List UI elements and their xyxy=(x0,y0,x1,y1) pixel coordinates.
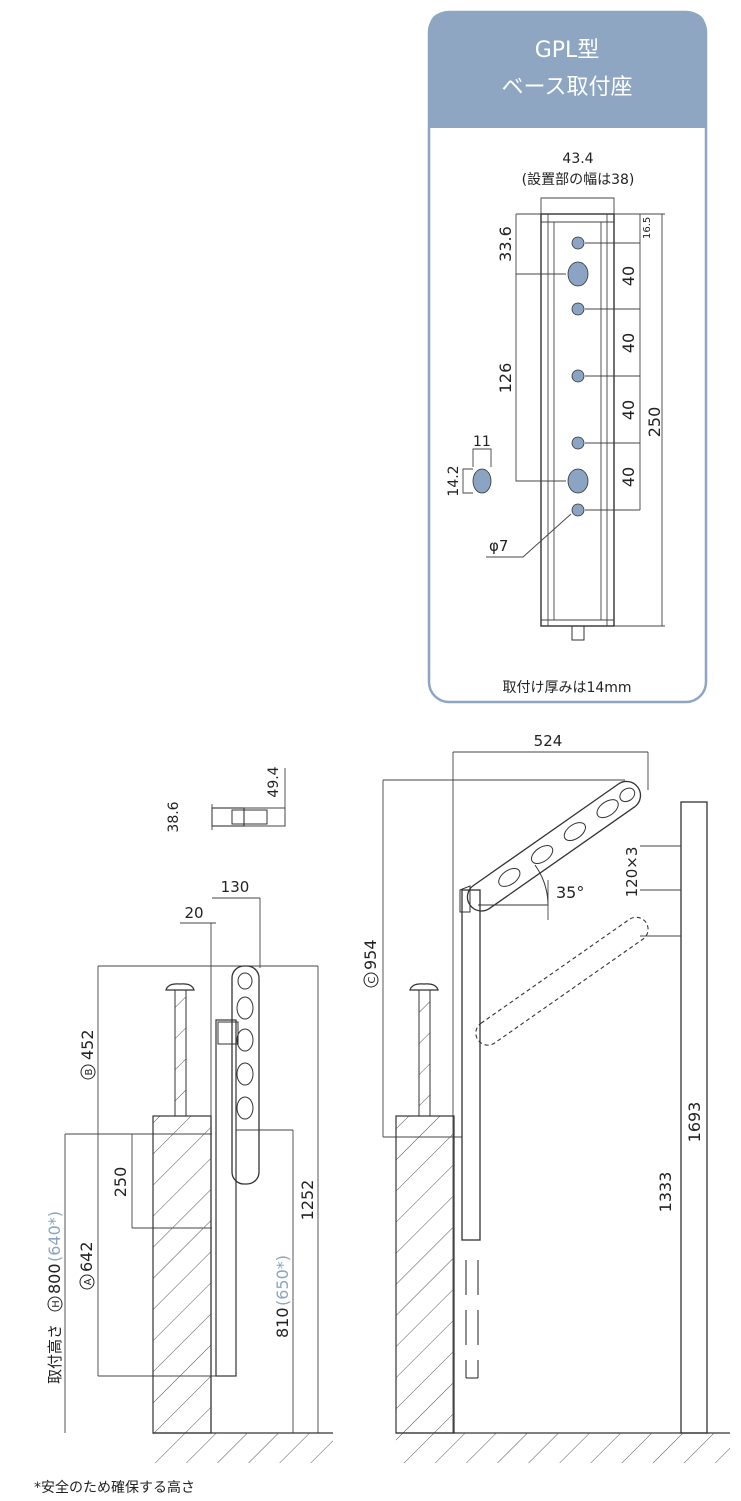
label-mount-height: 取付高さ xyxy=(46,1324,64,1384)
dim-800: 800 xyxy=(45,1263,64,1294)
panel-header xyxy=(429,12,706,128)
dim-14-2: 14.2 xyxy=(446,465,462,496)
dim-1333: 1333 xyxy=(656,1172,675,1213)
dim-49-4: 49.4 xyxy=(266,766,282,797)
slot-hole xyxy=(567,468,589,494)
label-B: B xyxy=(84,1068,95,1075)
dim-11: 11 xyxy=(473,434,491,450)
label-C: C xyxy=(367,976,378,983)
dim-1252: 1252 xyxy=(298,1180,317,1221)
dim-width: 43.4 xyxy=(562,151,593,167)
thickness-note: 取付け厚みは14mm xyxy=(502,680,631,696)
dim-250-front: 250 xyxy=(111,1167,130,1198)
arm-folded-dashed xyxy=(475,916,649,1046)
wall-section-side xyxy=(395,1115,455,1434)
side-view: 524 C 954 35° xyxy=(361,732,730,1463)
dim-650-note: (650*) xyxy=(273,1255,292,1306)
dim-810: 810 xyxy=(273,1307,292,1338)
mount-hole xyxy=(571,369,585,383)
dim-40-a: 40 xyxy=(619,266,638,286)
dim-40-b: 40 xyxy=(619,333,638,353)
dim-38-6: 38.6 xyxy=(166,801,182,832)
dim-20: 20 xyxy=(184,904,203,922)
mount-hole xyxy=(571,302,585,316)
mount-hole xyxy=(571,503,585,517)
dim-954: 954 xyxy=(361,939,380,970)
dim-35-deg: 35° xyxy=(556,883,584,902)
slot-hole xyxy=(567,261,589,287)
dim-120x3: 120×3 xyxy=(623,847,641,898)
panel-title-line2: ベース取付座 xyxy=(502,75,633,100)
dim-40-c: 40 xyxy=(619,400,638,420)
dim-width-note: (設置部の幅は38) xyxy=(522,172,635,188)
label-H: H xyxy=(51,1300,62,1308)
arm-front xyxy=(231,965,260,1185)
mount-hole xyxy=(571,436,585,450)
dim-130: 130 xyxy=(221,878,250,896)
base-mount-panel: GPL型 ベース取付座 43.4 (設置部の幅は38) 16.5 xyxy=(427,10,708,704)
slot-detail xyxy=(472,468,492,494)
mount-hole xyxy=(571,236,585,250)
dim-1693: 1693 xyxy=(685,1102,704,1143)
dim-16-5: 16.5 xyxy=(642,217,653,239)
panel-border xyxy=(427,10,708,704)
front-view: 38.6 49.4 130 20 xyxy=(45,766,333,1463)
dim-250-base: 250 xyxy=(645,407,664,438)
dim-40-d: 40 xyxy=(619,467,638,487)
label-A: A xyxy=(83,1278,94,1285)
dim-642: 642 xyxy=(77,1241,96,1272)
footnote: *安全のため確保する高さ xyxy=(34,1479,195,1496)
dim-126: 126 xyxy=(496,363,515,394)
dim-452: 452 xyxy=(78,1029,97,1060)
pole xyxy=(215,1019,237,1377)
dim-524: 524 xyxy=(534,732,563,750)
dim-phi7: φ7 xyxy=(489,537,508,555)
wall-section xyxy=(152,1115,212,1434)
arm-raised xyxy=(466,780,642,912)
dim-640-note: (640*) xyxy=(45,1211,64,1262)
dim-33-6: 33.6 xyxy=(496,226,515,262)
panel-title-line1: GPL型 xyxy=(535,38,600,63)
pole-side xyxy=(461,889,481,1241)
